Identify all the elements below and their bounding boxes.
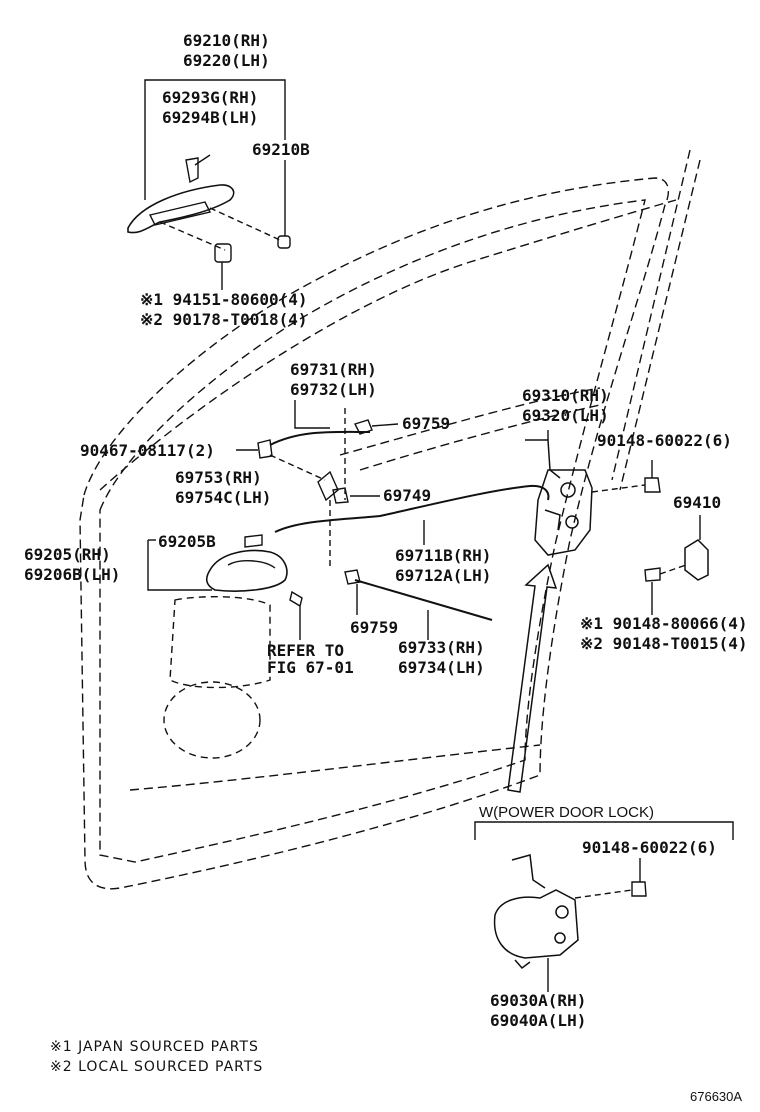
screw-69205b <box>244 534 263 548</box>
label-69732: 69732(LH) <box>290 380 377 399</box>
label-90148-t0015: ※2 90148-T0015(4) <box>580 634 748 653</box>
bellcrank-69753 <box>317 470 339 502</box>
label-90467: 90467-08117(2) <box>80 441 215 460</box>
grommet-94151 <box>214 243 232 263</box>
dash-striker-screw <box>659 564 687 575</box>
inside-handle-inner <box>227 560 276 569</box>
label-69040a: 69040A(LH) <box>490 1011 587 1030</box>
leader-69205-bracket <box>147 540 212 591</box>
clip-69759b <box>344 569 361 585</box>
door-lower-edge <box>129 744 541 791</box>
label-69310: 69310(RH) <box>522 386 609 405</box>
screw-90148b <box>644 567 661 582</box>
label-90178: ※2 90178-T0018(4) <box>140 310 308 329</box>
label-69754c: 69754C(LH) <box>175 488 272 507</box>
speaker-hole <box>163 681 261 759</box>
label-69205: 69205(RH) <box>24 545 111 564</box>
assembly-arrow <box>507 563 558 793</box>
outer-handle-bracket <box>144 79 286 200</box>
door-belt-line-1 <box>339 387 601 456</box>
panel-recess <box>169 596 271 689</box>
door-lock-assembly <box>525 439 593 556</box>
rod-69731 <box>269 430 371 446</box>
door-window-line <box>99 199 677 491</box>
outer-handle-leader-1 <box>194 154 211 166</box>
door-rear-strip <box>611 149 701 491</box>
outer-handle-dash-1 <box>159 221 226 251</box>
outer-handle-clip <box>185 157 199 184</box>
label-90148-60022-pdl: 90148-60022(6) <box>582 838 717 857</box>
label-69320: 69320(LH) <box>522 406 609 425</box>
dash-pdl-screw <box>574 889 633 899</box>
door-belt-line-2 <box>359 404 601 471</box>
label-90148-80066: ※1 90148-80066(4) <box>580 614 748 633</box>
outer-handle-dash-2 <box>209 207 281 241</box>
power-lock-assembly <box>493 854 579 970</box>
label-69205b: 69205B <box>158 532 216 551</box>
screw-inside-handle <box>289 590 303 608</box>
clip-69749 <box>332 487 349 504</box>
label-69734: 69734(LH) <box>398 658 485 677</box>
label-69293g: 69293G(RH) <box>162 88 259 107</box>
label-90148-60022: 90148-60022(6) <box>597 431 732 450</box>
clip-69759a <box>354 419 373 435</box>
outer-handle <box>127 184 235 234</box>
label-69749: 69749 <box>383 486 432 505</box>
label-69733: 69733(RH) <box>398 638 485 657</box>
label-69220: 69220(LH) <box>183 51 270 70</box>
label-69753: 69753(RH) <box>175 468 262 487</box>
label-69759-lower: 69759 <box>350 618 399 637</box>
label-69410: 69410 <box>673 493 722 512</box>
screw-90148d <box>631 881 647 897</box>
label-69210b: 69210B <box>252 140 310 159</box>
label-refer-to: REFER TO <box>267 641 345 660</box>
leader-69731 <box>294 400 330 429</box>
rod-69733 <box>354 579 493 621</box>
note-local-sourced: ※2 LOCAL SOURCED PARTS <box>50 1059 264 1075</box>
outer-handle-mount <box>148 201 212 226</box>
label-69210: 69210(RH) <box>183 31 270 50</box>
screw-90148a <box>644 477 661 493</box>
label-69759-upper: 69759 <box>402 414 451 433</box>
door-outline-outer <box>79 177 670 890</box>
pdl-bracket <box>474 821 734 840</box>
note-japan-sourced: ※1 JAPAN SOURCED PARTS <box>50 1039 259 1055</box>
label-fig-ref: FIG 67-01 <box>267 658 354 677</box>
door-outline-inner <box>99 199 646 863</box>
label-69030a: 69030A(RH) <box>490 991 587 1010</box>
label-power-door-lock: W(POWER DOOR LOCK) <box>479 804 654 821</box>
striker-69410 <box>684 539 709 581</box>
clip-69210b <box>277 235 291 249</box>
leader-69759a <box>371 423 399 427</box>
label-94151: ※1 94151-80600(4) <box>140 290 308 309</box>
dash-lock-screw <box>591 484 646 493</box>
label-69294b: 69294B(LH) <box>162 108 259 127</box>
inside-handle <box>205 549 288 592</box>
label-69711b: 69711B(RH) <box>395 546 492 565</box>
figure-id: 676630A <box>690 1089 743 1104</box>
label-69731: 69731(RH) <box>290 360 377 379</box>
label-69712a: 69712A(LH) <box>395 566 492 585</box>
label-69206b: 69206B(LH) <box>24 565 121 584</box>
dash-69753-a <box>269 454 326 481</box>
